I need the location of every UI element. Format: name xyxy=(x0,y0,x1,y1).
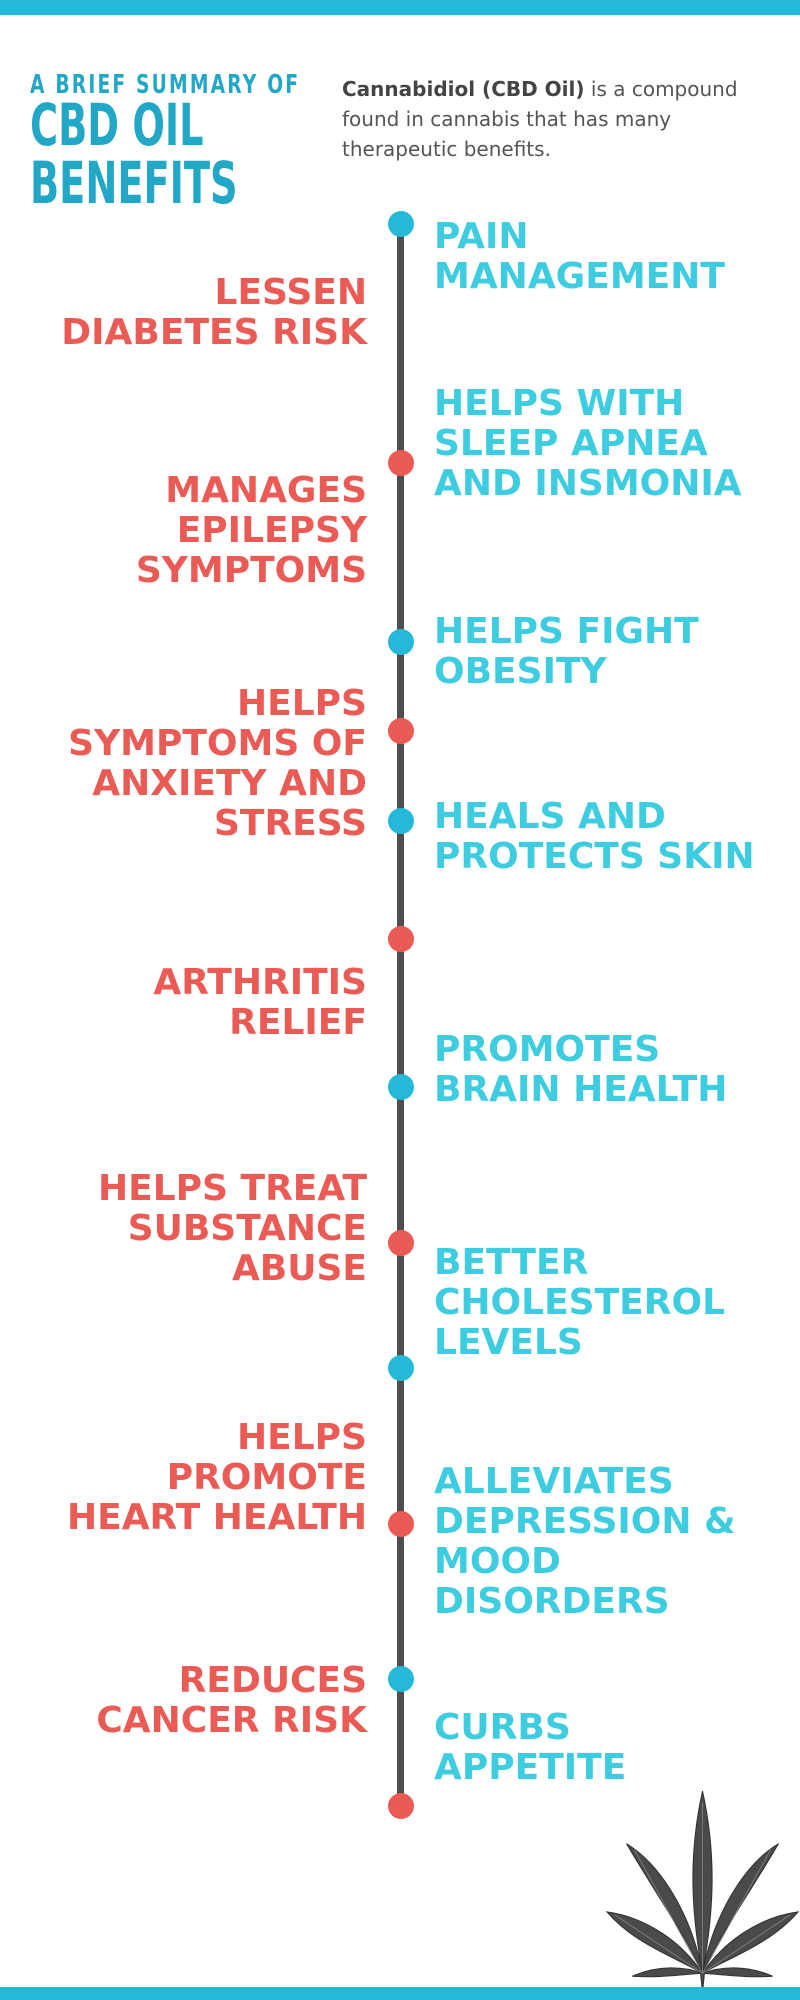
top-bar xyxy=(0,0,800,15)
timeline-line xyxy=(397,222,404,1808)
timeline-dot-red xyxy=(388,1511,414,1537)
benefit-arthritis: ARTHRITIS RELIEF xyxy=(153,962,367,1043)
benefit-fight-obesity: HELPS FIGHT OBESITY xyxy=(434,611,699,692)
intro-bold: Cannabidiol (CBD Oil) xyxy=(342,77,585,101)
timeline-dot-red xyxy=(388,1230,414,1256)
benefit-anxiety-stress: HELPS SYMPTOMS OF ANXIETY AND STRESS xyxy=(68,683,367,844)
benefit-brain-health: PROMOTES BRAIN HEALTH xyxy=(434,1029,728,1110)
timeline-dot-red xyxy=(388,718,414,744)
benefit-pain-management: PAIN MANAGEMENT xyxy=(434,216,725,297)
timeline-dot-red xyxy=(388,926,414,952)
benefit-heals-skin: HEALS AND PROTECTS SKIN xyxy=(434,796,755,877)
intro-rest: is a compound found in cannabis that has… xyxy=(342,77,738,161)
timeline-dot-red xyxy=(388,1793,414,1819)
benefit-heart-health: HELPS PROMOTE HEART HEALTH xyxy=(66,1417,367,1538)
timeline-dot-red xyxy=(388,450,414,476)
benefit-depression-mood: ALLEVIATES DEPRESSION & MOOD DISORDERS xyxy=(434,1461,736,1622)
benefit-curbs-appetite: CURBS APPETITE xyxy=(434,1707,627,1788)
page-title-line-2: BENEFITS xyxy=(30,149,238,217)
benefit-substance-abuse: HELPS TREAT SUBSTANCE ABUSE xyxy=(98,1168,367,1289)
timeline-dot-teal xyxy=(388,1666,414,1692)
timeline-dot-teal xyxy=(388,1355,414,1381)
benefit-cancer-risk: REDUCES CANCER RISK xyxy=(96,1660,367,1741)
timeline-dot-teal xyxy=(388,211,414,237)
header-kicker: A BRIEF SUMMARY OF xyxy=(30,70,301,100)
benefit-sleep-apnea-insomnia: HELPS WITH SLEEP APNEA AND INSMONIA xyxy=(434,383,742,504)
timeline-dot-teal xyxy=(388,629,414,655)
benefit-diabetes-risk: LESSEN DIABETES RISK xyxy=(61,272,367,353)
timeline-dot-teal xyxy=(388,808,414,834)
page-title-line-1: CBD OIL xyxy=(30,91,204,159)
timeline-dot-teal xyxy=(388,1074,414,1100)
cannabis-leaf-icon xyxy=(605,1790,800,1993)
benefit-cholesterol: BETTER CHOLESTEROL LEVELS xyxy=(434,1242,726,1363)
benefit-epilepsy: MANAGES EPILEPSY SYMPTOMS xyxy=(135,470,367,591)
page-title: CBD OIL BENEFITS xyxy=(30,96,238,212)
intro-paragraph: Cannabidiol (CBD Oil) is a compound foun… xyxy=(342,74,792,164)
bottom-bar xyxy=(0,1987,800,2000)
